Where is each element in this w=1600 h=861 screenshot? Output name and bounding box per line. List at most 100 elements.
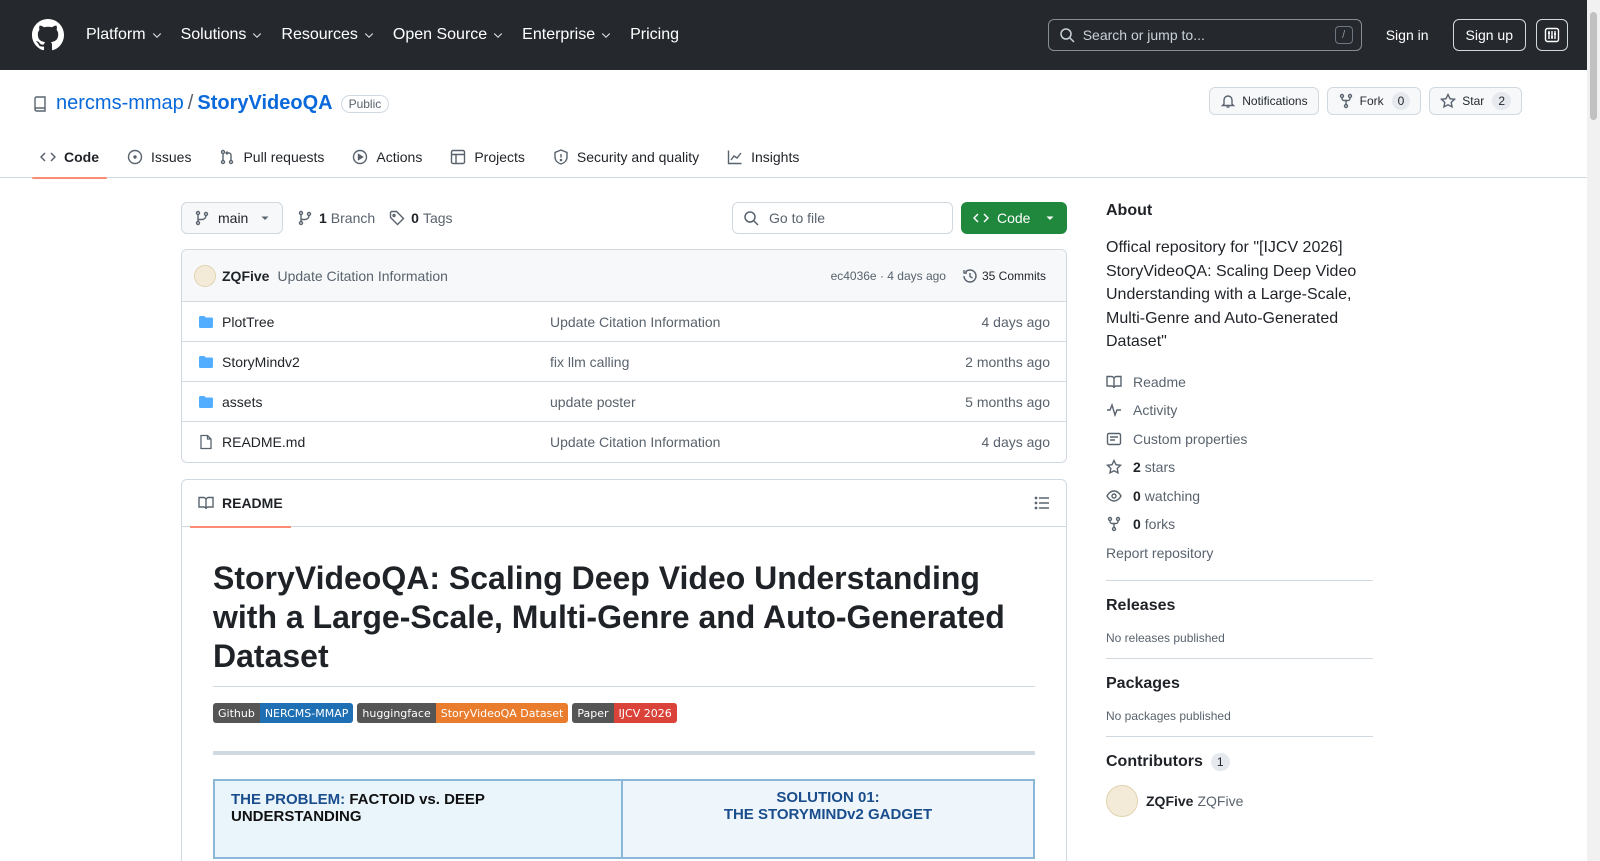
sign-up-button[interactable]: Sign up bbox=[1452, 19, 1526, 51]
nav-open-source[interactable]: Open Source bbox=[393, 26, 504, 44]
repo-header: nercms-mmap / StoryVideoQA Public Notifi… bbox=[0, 70, 1600, 179]
tab-insights[interactable]: Insights bbox=[719, 136, 807, 178]
repo-icon bbox=[34, 95, 46, 112]
sign-in-link[interactable]: Sign in bbox=[1385, 27, 1429, 43]
commits-history-link[interactable]: 35 Commits bbox=[962, 268, 1046, 284]
nav-pricing[interactable]: Pricing bbox=[630, 26, 679, 43]
chevron-down-icon bbox=[494, 33, 503, 39]
poster-image: THE PROBLEM: FACTOID vs. DEEP UNDERSTAND… bbox=[213, 779, 1035, 860]
chevron-down-icon bbox=[601, 33, 611, 39]
custom-properties-link[interactable]: Custom properties bbox=[1106, 425, 1373, 454]
readme-tab[interactable]: README bbox=[190, 480, 291, 528]
note-icon bbox=[1106, 432, 1122, 446]
nav-enterprise[interactable]: Enterprise bbox=[522, 26, 612, 44]
fork-button[interactable]: Fork 0 bbox=[1326, 87, 1422, 115]
global-search-input[interactable]: Search or jump to... / bbox=[1047, 19, 1362, 51]
file-commit-message[interactable]: update poster bbox=[550, 393, 636, 410]
avatar[interactable] bbox=[194, 264, 216, 287]
nav-solutions[interactable]: Solutions bbox=[181, 26, 264, 44]
tab-pull-requests[interactable]: Pull requests bbox=[211, 136, 332, 178]
page-scrollbar[interactable] bbox=[1587, 0, 1600, 861]
tags-link[interactable]: 0 Tags bbox=[389, 210, 453, 226]
chevron-down-icon bbox=[364, 33, 374, 39]
issue-icon bbox=[127, 149, 143, 165]
scrollbar-thumb[interactable] bbox=[1590, 12, 1597, 120]
poster-solution-panel: SOLUTION 01: THE STORYMINDv2 GADGET bbox=[623, 781, 1033, 858]
repo-name-link[interactable]: StoryVideoQA bbox=[197, 92, 333, 114]
fork-count: 0 bbox=[1391, 92, 1411, 110]
commit-message-link[interactable]: Update Citation Information bbox=[277, 267, 448, 284]
contributor-item[interactable]: ZQFive ZQFive bbox=[1106, 785, 1373, 818]
play-circle-icon bbox=[353, 149, 368, 165]
file-commit-age: 2 months ago bbox=[965, 353, 1050, 370]
poster-problem-panel: THE PROBLEM: FACTOID vs. DEEP UNDERSTAND… bbox=[215, 781, 623, 858]
branch-selector[interactable]: main bbox=[181, 202, 283, 234]
commit-author-link[interactable]: ZQFive bbox=[222, 267, 270, 284]
code-icon bbox=[40, 152, 56, 162]
divider bbox=[1106, 736, 1373, 738]
readme-link[interactable]: Readme bbox=[1106, 368, 1373, 397]
star-icon bbox=[1440, 93, 1457, 109]
file-commit-message[interactable]: fix llm calling bbox=[550, 353, 630, 370]
folder-icon bbox=[199, 315, 213, 328]
file-name[interactable]: README.md bbox=[198, 434, 550, 450]
folder-icon bbox=[199, 395, 213, 408]
nav-platform[interactable]: Platform bbox=[86, 26, 163, 44]
avatar[interactable] bbox=[1106, 785, 1138, 818]
pulse-icon bbox=[1107, 403, 1121, 418]
visibility-badge: Public bbox=[340, 94, 390, 113]
history-icon bbox=[963, 268, 977, 283]
menu-button[interactable] bbox=[1536, 19, 1568, 51]
file-commit-message[interactable]: Update Citation Information bbox=[550, 313, 721, 330]
pull-request-icon bbox=[221, 149, 234, 165]
tab-projects[interactable]: Projects bbox=[442, 136, 533, 178]
releases-empty-text: No releases published bbox=[1106, 631, 1225, 646]
tab-actions[interactable]: Actions bbox=[344, 136, 430, 178]
contributors-heading[interactable]: Contributors 1 bbox=[1106, 753, 1373, 772]
file-name[interactable]: PlotTree bbox=[198, 314, 550, 330]
file-icon bbox=[200, 434, 212, 450]
code-dropdown-button[interactable]: Code bbox=[961, 202, 1067, 234]
nav-resources[interactable]: Resources bbox=[281, 26, 374, 44]
tab-issues[interactable]: Issues bbox=[119, 136, 199, 178]
table-icon bbox=[451, 149, 466, 165]
about-description: Offical repository for "[IJCV 2026] Stor… bbox=[1106, 239, 1357, 351]
global-header: Platform Solutions Resources Open Source… bbox=[0, 0, 1600, 70]
fork-icon bbox=[1339, 93, 1352, 109]
tab-security[interactable]: Security and quality bbox=[545, 136, 707, 178]
code-icon bbox=[973, 213, 989, 223]
packages-heading[interactable]: Packages bbox=[1106, 675, 1180, 693]
caret-down-icon bbox=[1046, 216, 1054, 220]
branches-link[interactable]: 1 Branch bbox=[297, 210, 375, 226]
tab-code[interactable]: Code bbox=[32, 136, 107, 179]
github-logo-icon[interactable] bbox=[32, 19, 64, 51]
file-name[interactable]: StoryMindv2 bbox=[198, 354, 550, 370]
file-commit-age: 5 months ago bbox=[965, 393, 1050, 410]
report-repository-link[interactable]: Report repository bbox=[1106, 544, 1214, 561]
file-name[interactable]: assets bbox=[198, 394, 550, 410]
list-icon[interactable] bbox=[1034, 495, 1050, 511]
notifications-button[interactable]: Notifications bbox=[1209, 87, 1319, 115]
go-to-file-input[interactable]: Go to file bbox=[732, 202, 953, 234]
fork-icon bbox=[1107, 517, 1121, 532]
commit-hash-link[interactable]: ec4036e · 4 days ago bbox=[830, 268, 946, 283]
main-content: main 1 Branch 0 Tags Go to file Code ZQF… bbox=[181, 202, 1067, 861]
star-button[interactable]: Star 2 bbox=[1429, 87, 1522, 115]
file-commit-message[interactable]: Update Citation Information bbox=[550, 434, 721, 450]
releases-heading[interactable]: Releases bbox=[1106, 597, 1176, 615]
activity-link[interactable]: Activity bbox=[1106, 396, 1373, 425]
repo-owner-link[interactable]: nercms-mmap bbox=[56, 92, 184, 114]
